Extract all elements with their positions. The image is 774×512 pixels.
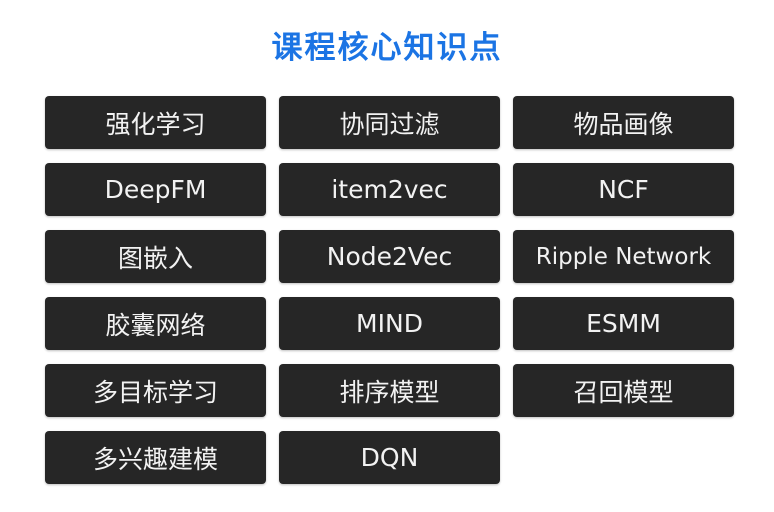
topic-tile: 排序模型 [279, 364, 500, 417]
topic-grid: 强化学习 协同过滤 物品画像 DeepFM item2vec NCF 图嵌入 N… [45, 96, 734, 484]
topic-tile: ESMM [513, 297, 734, 350]
topic-tile: 物品画像 [513, 96, 734, 149]
topic-tile: 强化学习 [45, 96, 266, 149]
topic-tile: MIND [279, 297, 500, 350]
topic-tile: DeepFM [45, 163, 266, 216]
topic-tile: 多目标学习 [45, 364, 266, 417]
topic-tile: DQN [279, 431, 500, 484]
topic-tile: 图嵌入 [45, 230, 266, 283]
topic-tile: item2vec [279, 163, 500, 216]
topic-tile: NCF [513, 163, 734, 216]
topic-tile: Ripple Network [513, 230, 734, 283]
topic-tile: Node2Vec [279, 230, 500, 283]
topic-tile: 多兴趣建模 [45, 431, 266, 484]
page-title: 课程核心知识点 [271, 30, 503, 66]
topic-tile: 协同过滤 [279, 96, 500, 149]
topic-tile: 胶囊网络 [45, 297, 266, 350]
topic-tile: 召回模型 [513, 364, 734, 417]
